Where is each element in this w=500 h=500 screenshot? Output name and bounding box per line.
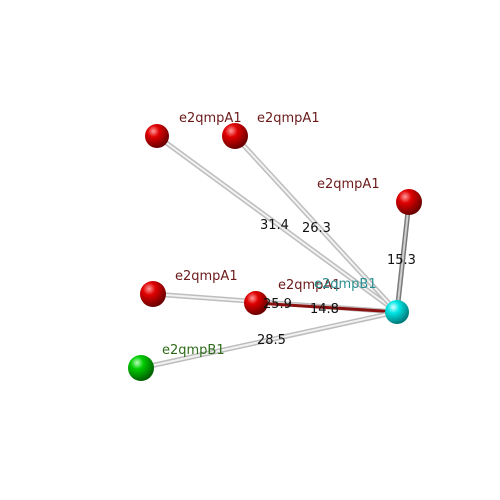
atom-label-a1: e2qmpA1	[179, 111, 242, 126]
atom-a5[interactable]	[244, 291, 268, 315]
distance-label-a1: 31.4	[260, 218, 289, 233]
atoms	[128, 123, 422, 381]
atom-label-b1: e2qmpB1	[162, 343, 225, 358]
atom-a3[interactable]	[396, 189, 422, 215]
distance-label-a2: 26.3	[302, 221, 331, 236]
atom-a1[interactable]	[145, 124, 169, 148]
atom-label-a3: e2qmpA1	[317, 177, 380, 192]
distance-label-a4: 25.9	[263, 297, 292, 312]
atom-labels: e2qmpA1 e2qmpA1 e2qmpA1 e2qmpA1 e2qmpA1 …	[162, 111, 380, 358]
atom-b1[interactable]	[128, 355, 154, 381]
bond-a5-center	[254, 301, 399, 314]
bonds	[138, 133, 412, 371]
atom-label-a5: e2qmpA1	[278, 278, 341, 293]
bond-a1-center-highlight	[156, 135, 398, 313]
atom-label-a2: e2qmpA1	[257, 111, 320, 126]
atom-center[interactable]	[385, 300, 409, 324]
bond-b1-center-highlight	[140, 311, 398, 369]
distance-label-a3: 15.3	[387, 253, 416, 268]
distance-label-b1: 28.5	[257, 333, 286, 348]
atom-label-a4: e2qmpA1	[175, 269, 238, 284]
atom-a4[interactable]	[140, 281, 166, 307]
bond-a3-center-highlight	[396, 201, 410, 313]
distance-labels: 31.4 26.3 15.3 25.9 14.8 28.5	[257, 218, 416, 348]
atom-label-center: e2qmpB1	[314, 277, 377, 292]
distance-label-a5: 14.8	[310, 302, 339, 317]
atom-a2[interactable]	[222, 123, 248, 149]
bond-a2-center-highlight	[234, 135, 398, 313]
